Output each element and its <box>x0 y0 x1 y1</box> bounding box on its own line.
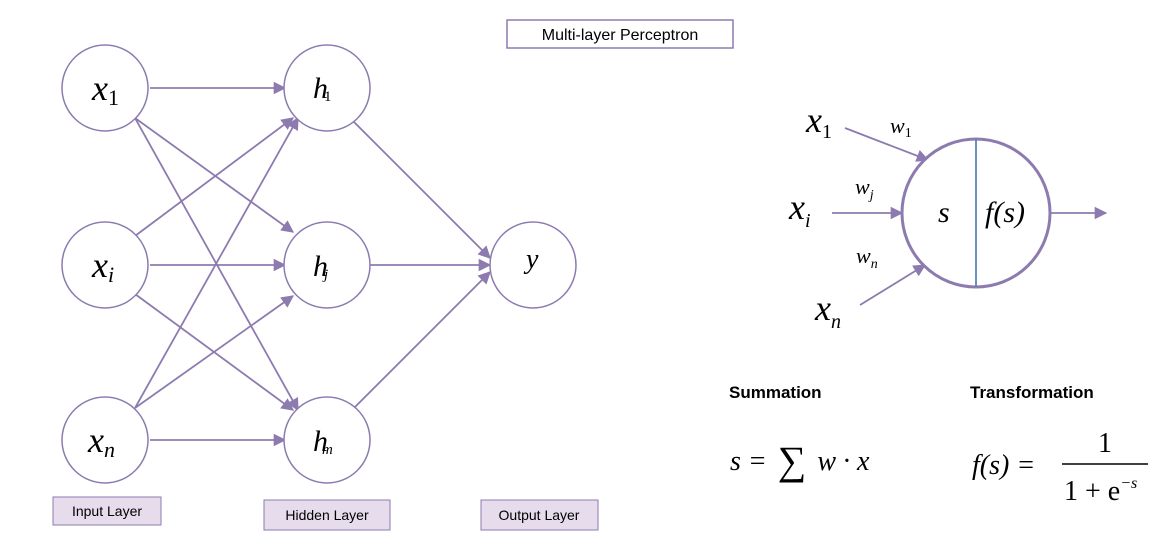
neuron-input-xn: xn <box>814 288 841 333</box>
edge-xn-hj <box>134 295 295 409</box>
label-hm: hm <box>313 425 333 458</box>
transformation-heading: Transformation <box>970 383 1094 402</box>
node-xi <box>61 221 149 309</box>
neuron-input-xi: xi <box>788 187 811 232</box>
edge-h1-y <box>349 117 491 259</box>
weight-w1: w1 <box>890 113 912 141</box>
node-x1 <box>61 44 149 132</box>
edge-x1-hj <box>134 117 295 233</box>
title-box: Multi-layer Perceptron <box>506 19 734 49</box>
weight-wn: wn <box>856 243 878 272</box>
edge-xn-h1 <box>134 116 299 409</box>
summation-formula: s = ∑ w · x <box>730 438 870 483</box>
neuron-input-x1: x1 <box>805 100 832 143</box>
transformation-numerator: 1 <box>1098 428 1112 459</box>
layer-label-hidden-box: Hidden Layer <box>263 499 391 531</box>
node-xn <box>61 396 149 484</box>
label-xn: xn <box>87 420 115 462</box>
node-y <box>489 221 577 309</box>
layer-label-input-box: Input Layer <box>52 496 162 526</box>
label-x1: x1 <box>91 68 119 110</box>
neuron-inputs <box>832 127 1108 306</box>
transformation-denominator: 1 + e−s <box>1064 475 1137 507</box>
transformation-lhs: f(s) = <box>972 450 1035 481</box>
neuron-edge-xn <box>859 264 927 306</box>
label-hj: hj <box>313 250 328 283</box>
layer-label-output-box: Output Layer <box>480 499 599 531</box>
edge-hm-y <box>351 271 491 411</box>
label-y: y <box>523 244 539 275</box>
node-hm <box>283 396 371 484</box>
edge-xi-h1 <box>134 117 295 237</box>
label-h1: h1 <box>313 72 332 105</box>
label-xi: xi <box>91 245 114 287</box>
neuron-edge-x1 <box>844 127 930 162</box>
layer-label-output: Output Layer <box>499 507 580 523</box>
neuron-sum-symbol: s <box>938 196 950 229</box>
layer-label-input: Input Layer <box>72 503 142 519</box>
diagram-title: Multi-layer Perceptron <box>542 27 699 44</box>
neuron-activation: f(s) <box>985 196 1025 229</box>
node-hj <box>283 221 371 309</box>
weight-wj: wj <box>855 174 874 203</box>
network-edges <box>134 81 492 447</box>
node-h1 <box>283 44 371 132</box>
layer-label-hidden: Hidden Layer <box>285 507 369 523</box>
summation-heading: Summation <box>729 383 822 402</box>
